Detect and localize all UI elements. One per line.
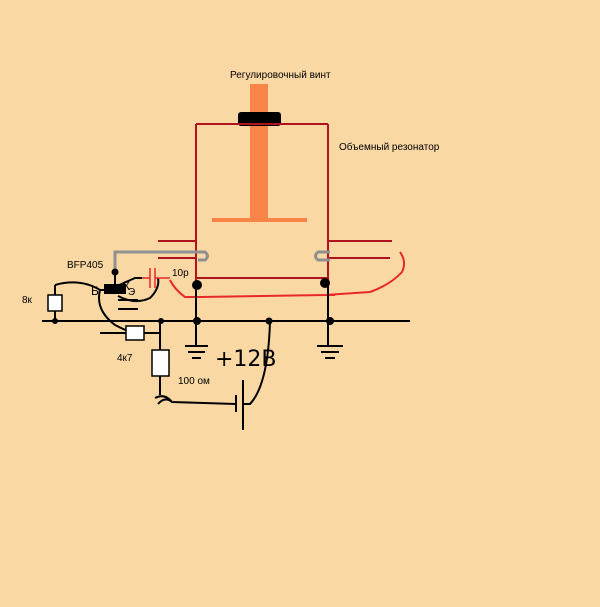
label-screw: Регулировочный винт [230, 70, 331, 81]
label-emitter: Э [128, 287, 135, 298]
ground-symbol-left [185, 345, 208, 359]
label-capacitor: 10p [172, 268, 189, 279]
screw-shaft [250, 84, 268, 220]
resistor-100-ohm [151, 349, 170, 377]
label-resistor-8k: 8к [22, 295, 33, 306]
ground-symbol-right [317, 345, 343, 359]
resistor-8k [47, 294, 63, 312]
transistor-bfp405 [104, 284, 138, 310]
label-resonator: Объемный резонатор [339, 141, 440, 153]
label-supply: +12В [215, 347, 277, 372]
capacitor-10p [142, 268, 170, 288]
label-collector: К [123, 279, 130, 293]
tuning-screw [212, 84, 307, 222]
feedback-loop [169, 251, 406, 298]
label-resistor-4k7: 4к7 [117, 353, 133, 364]
label-resistor-100-ohm: 100 ом [178, 376, 210, 387]
resistor-4k7 [125, 325, 145, 341]
screw-nut [238, 112, 281, 126]
coupling-loops [113, 250, 330, 272]
screw-plate [212, 218, 307, 222]
label-base: Б [91, 284, 99, 298]
label-transistor: BFP405 [67, 260, 104, 271]
circuit-wires [42, 272, 410, 430]
junctions [52, 268, 334, 325]
